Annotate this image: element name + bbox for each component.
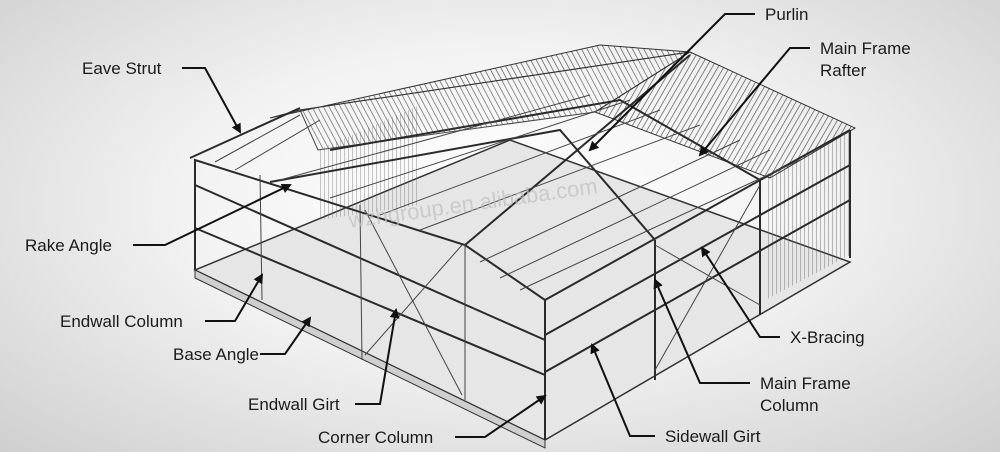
x-bracing-arrow: [700, 246, 780, 338]
endwall-column-arrow: [205, 273, 264, 322]
label-endwall-column: Endwall Column: [60, 312, 183, 331]
label-main-frame-rafter-2: Rafter: [820, 61, 867, 80]
label-main-frame-column-1: Main Frame: [760, 374, 851, 393]
label-endwall-girt: Endwall Girt: [248, 395, 340, 414]
roof-sheeting: [269, 44, 857, 179]
label-main-frame-column-2: Column: [760, 396, 819, 415]
rake-angle-arrow: [133, 183, 292, 246]
label-eave-strut: Eave Strut: [82, 59, 162, 78]
sidewall-girt-arrow: [590, 343, 655, 437]
eave-strut-arrow: [182, 67, 241, 134]
corner-column-arrow: [455, 394, 547, 438]
label-main-frame-rafter-1: Main Frame: [820, 39, 911, 58]
label-purlin: Purlin: [765, 5, 808, 24]
label-x-bracing: X-Bracing: [790, 328, 865, 347]
label-sidewall-girt: Sidewall Girt: [665, 427, 761, 446]
label-rake-angle: Rake Angle: [25, 236, 112, 255]
endwall-girt-arrow: [355, 308, 400, 405]
leader-lines: [133, 13, 810, 438]
purlin-arrow: [588, 13, 755, 152]
label-base-angle: Base Angle: [173, 345, 259, 364]
base-angle-arrow: [260, 316, 312, 355]
rafter-arrow: [698, 47, 810, 157]
main-frame-column-arrow: [653, 278, 750, 384]
label-corner-column: Corner Column: [318, 428, 433, 447]
